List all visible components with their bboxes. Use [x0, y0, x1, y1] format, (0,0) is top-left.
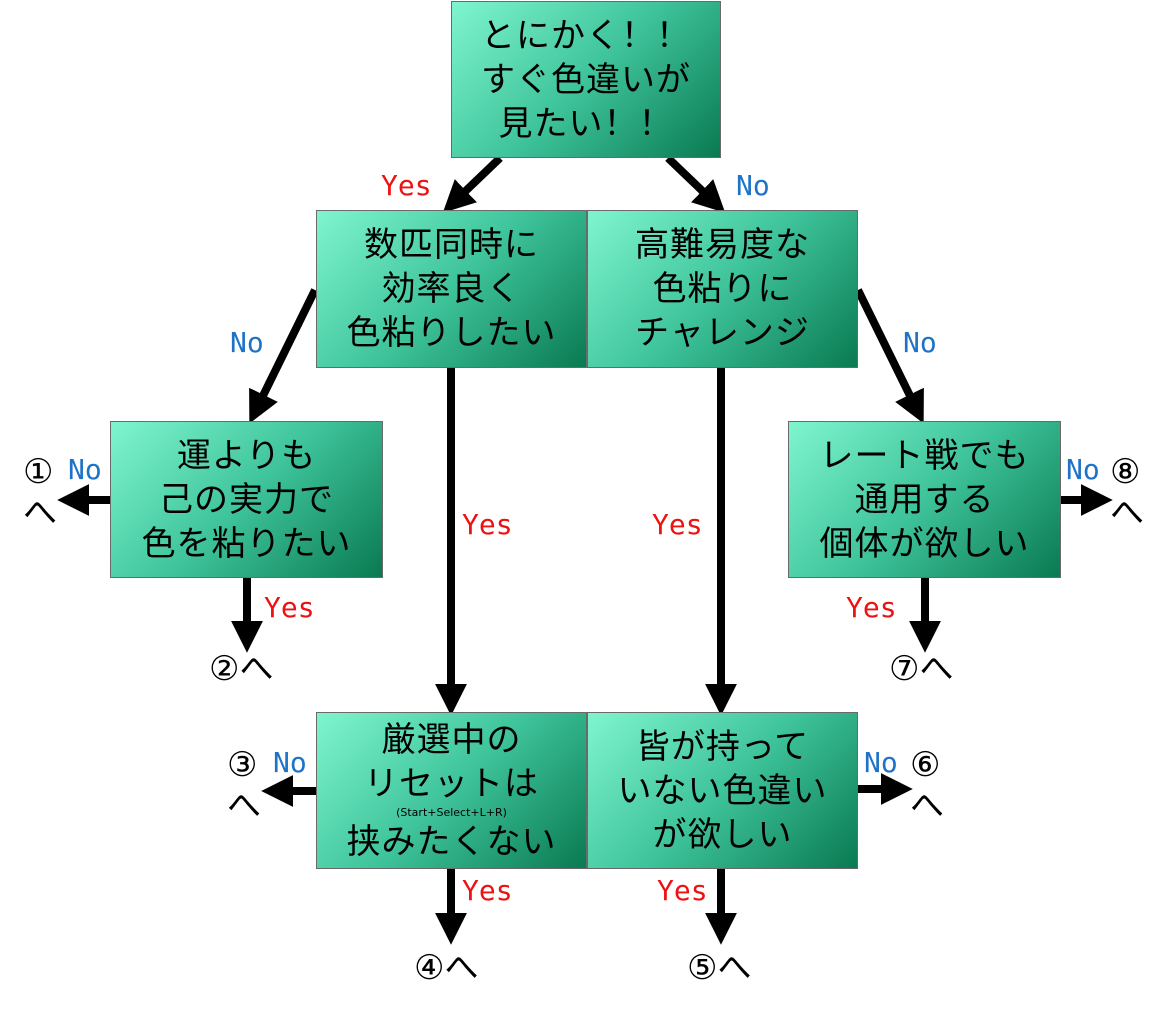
box-multi-line-3: 色粘りしたい [346, 313, 557, 353]
label-multi-yes: Yes [462, 508, 513, 541]
outcome-3-he: へ [227, 786, 261, 826]
label-start-yes: Yes [381, 169, 432, 202]
outcome-7: ⑦へ [889, 649, 954, 689]
arrow-hard-no [854, 288, 924, 424]
box-reset-line-2: リセットは [364, 763, 539, 804]
label-multi-no: No [230, 326, 264, 359]
box-reset: 厳選中の リセットは (Start+Select+L+R) 挟みたくない [316, 712, 587, 869]
label-start-no: No [736, 169, 770, 202]
label-rare-yes: Yes [657, 874, 708, 907]
box-rare: 皆が持って いない色違い が欲しい [587, 712, 858, 869]
box-skill-line-2: 己の実力で [159, 479, 334, 520]
label-rate-no: No [1066, 453, 1100, 486]
box-hard-line-2: 色粘りに [652, 269, 793, 309]
outcome-8: ⑧ [1110, 452, 1141, 492]
outcome-1: ① [23, 452, 54, 492]
label-hard-yes: Yes [652, 508, 703, 541]
label-reset-no: No [273, 746, 307, 779]
outcome-1-he: へ [23, 493, 57, 533]
box-reset-note: (Start+Select+L+R) [396, 805, 507, 819]
box-rate-line-3: 個体が欲しい [819, 523, 1030, 564]
label-skill-yes: Yes [264, 591, 315, 624]
label-rate-yes: Yes [846, 591, 897, 624]
box-start: とにかく！！ すぐ色違いが 見たい！！ [451, 1, 721, 158]
box-reset-line-3: 挟みたくない [346, 821, 557, 862]
arrow-start-no [665, 155, 726, 213]
outcome-4: ④へ [414, 948, 479, 988]
arrow-start-yes [442, 155, 503, 213]
box-start-line-2: すぐ色違いが [481, 59, 691, 100]
outcome-3: ③ [227, 745, 258, 785]
box-hard-line-1: 高難易度な [635, 225, 810, 265]
box-hard-line-3: チャレンジ [635, 313, 810, 353]
label-hard-no: No [903, 326, 937, 359]
outcome-6: ⑥ [910, 745, 941, 785]
box-hard: 高難易度な 色粘りに チャレンジ [587, 210, 858, 368]
box-multi-line-2: 効率良く [381, 269, 522, 309]
outcome-6-he: へ [910, 786, 944, 826]
label-rare-no: No [864, 746, 898, 779]
box-rare-line-3: が欲しい [652, 814, 793, 855]
label-reset-yes: Yes [462, 874, 513, 907]
box-rare-line-2: いない色違い [617, 770, 828, 811]
box-rate: レート戦でも 通用する 個体が欲しい [788, 421, 1061, 578]
box-rate-line-2: 通用する [854, 479, 995, 520]
outcome-5: ⑤へ [687, 948, 752, 988]
box-skill-line-1: 運よりも [176, 435, 317, 476]
label-skill-no: No [68, 453, 102, 486]
box-start-line-1: とにかく！！ [481, 15, 691, 56]
box-rare-line-1: 皆が持って [635, 726, 810, 767]
box-skill: 運よりも 己の実力で 色を粘りたい [110, 421, 383, 578]
outcome-2: ②へ [209, 649, 274, 689]
box-skill-line-3: 色を粘りたい [141, 523, 352, 564]
box-multi-line-1: 数匹同時に [364, 225, 539, 265]
box-multi: 数匹同時に 効率良く 色粘りしたい [316, 210, 587, 368]
box-reset-line-1: 厳選中の [381, 719, 522, 760]
box-start-line-3: 見たい！！ [498, 103, 674, 144]
arrow-multi-no [249, 288, 319, 424]
outcome-8-he: へ [1110, 493, 1144, 533]
box-rate-line-1: レート戦でも [819, 435, 1030, 476]
